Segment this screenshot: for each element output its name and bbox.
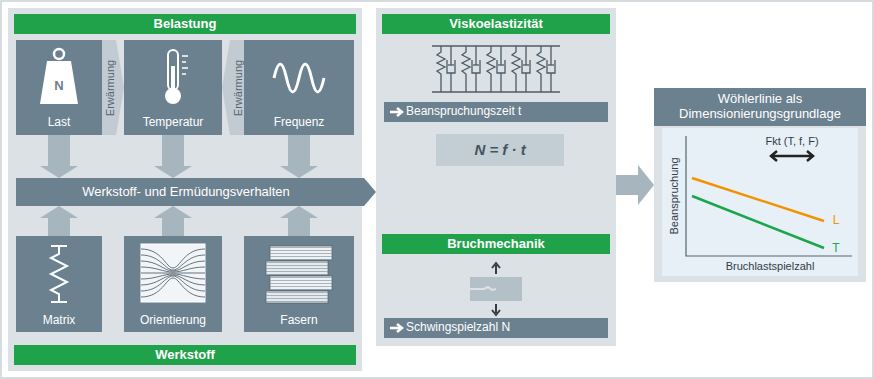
fiber-layers-image	[270, 246, 332, 260]
block-arrow	[280, 206, 318, 236]
node-label: Frequenz	[274, 116, 325, 130]
fiber-layers-image	[266, 246, 332, 303]
behaviour-band: Werkstoff- und Ermüdungsverhalten	[16, 178, 356, 206]
section-heading: Werkstoff	[14, 345, 356, 365]
weight-icon	[40, 49, 78, 104]
fiber-orientation-image	[141, 267, 205, 272]
node-label: Schwingspielzahl N	[406, 321, 510, 335]
node-label: Matrix	[43, 314, 76, 328]
spring-damper-model	[437, 46, 455, 92]
fiber-layers-image	[266, 261, 328, 275]
crack-specimen-icon	[470, 287, 496, 290]
weight-unit: N	[54, 79, 63, 94]
fiber-layers-image	[266, 261, 328, 275]
woehler-chart	[692, 178, 824, 221]
fiber-orientation-image	[141, 244, 205, 302]
fiber-orientation-image	[141, 244, 205, 302]
arrow-symbol	[390, 324, 402, 332]
crack-specimen-icon	[492, 304, 500, 315]
spring-damper-model	[512, 46, 530, 92]
arrow-symbol	[390, 108, 402, 116]
spring-damper-model	[462, 46, 480, 92]
axis-label: Bruchlastspielzahl	[726, 260, 815, 273]
matrix-spring-icon	[51, 246, 67, 302]
woehler-chart	[662, 128, 858, 276]
node-label: Fasern	[280, 314, 317, 328]
section-heading: Wöhlerlinie als Dimensionierungsgrundlag…	[654, 88, 866, 126]
crack-specimen-icon	[470, 277, 522, 301]
fiber-orientation-image	[141, 273, 205, 274]
fiber-orientation-image	[141, 278, 205, 297]
formula-box: N = f · t	[436, 134, 564, 166]
woehler-chart	[662, 128, 858, 276]
node-label: Last	[48, 116, 71, 130]
fiber-orientation-image	[141, 249, 205, 297]
section-heading: Bruchmechanik	[382, 234, 610, 254]
result-bar: Beanspruchungszeit t	[384, 102, 608, 122]
block-arrow	[280, 135, 318, 178]
block-arrow	[222, 40, 244, 135]
block-arrow	[102, 40, 124, 135]
spring-damper-model	[487, 46, 505, 92]
block-arrow	[40, 135, 78, 178]
axis-label: Beanspruchung	[668, 157, 681, 234]
woehler-chart	[771, 151, 813, 161]
function-note: Fkt (T, f, F)	[765, 135, 818, 148]
thermometer-icon	[165, 50, 188, 104]
block-arrow	[356, 178, 376, 206]
fiber-layers-image	[270, 276, 332, 290]
woehler-chart	[686, 136, 852, 256]
crack-specimen-icon	[470, 263, 522, 315]
spring-damper-model	[537, 46, 555, 92]
block-arrow	[154, 135, 192, 178]
weight-icon	[54, 49, 64, 59]
crack-specimen-icon	[492, 263, 500, 274]
node-label: N = f · t	[474, 141, 525, 158]
fiber-orientation-image	[141, 249, 205, 268]
block-arrow	[154, 206, 192, 236]
load-box: Frequenz	[244, 40, 354, 135]
edge-label: Erwärmung	[231, 59, 244, 115]
node-label: Temperatur	[143, 116, 204, 130]
edge-label: Erwärmung	[103, 59, 116, 115]
wave-icon	[274, 64, 324, 92]
weight-icon	[40, 61, 78, 104]
block-arrow	[616, 165, 654, 205]
block-arrow	[40, 206, 78, 236]
node-label: Beanspruchungszeit t	[406, 105, 521, 119]
section-heading: Viskoelastizität	[382, 14, 610, 34]
thermometer-icon	[182, 56, 188, 74]
section-heading: Belastung	[14, 14, 356, 34]
woehler-chart	[692, 196, 824, 248]
fiber-layers-image	[266, 291, 328, 303]
result-bar: Schwingspielzahl N	[384, 318, 608, 338]
fiber-orientation-image	[141, 261, 205, 271]
fiber-orientation-image	[141, 275, 205, 285]
fiber-layers-image	[266, 291, 328, 303]
fiber-layers-image	[270, 276, 332, 290]
node-label: Orientierung	[140, 314, 206, 328]
node-label: Werkstoff- und Ermüdungsverhalten	[82, 185, 290, 200]
curve-label: L	[833, 214, 840, 228]
matrix-spring-icon	[51, 301, 67, 303]
thermometer-icon	[165, 88, 181, 104]
curve-label: T	[832, 242, 839, 256]
spring-damper-model	[432, 46, 560, 92]
fiber-layers-image	[270, 246, 332, 260]
matrix-spring-icon	[51, 246, 67, 302]
